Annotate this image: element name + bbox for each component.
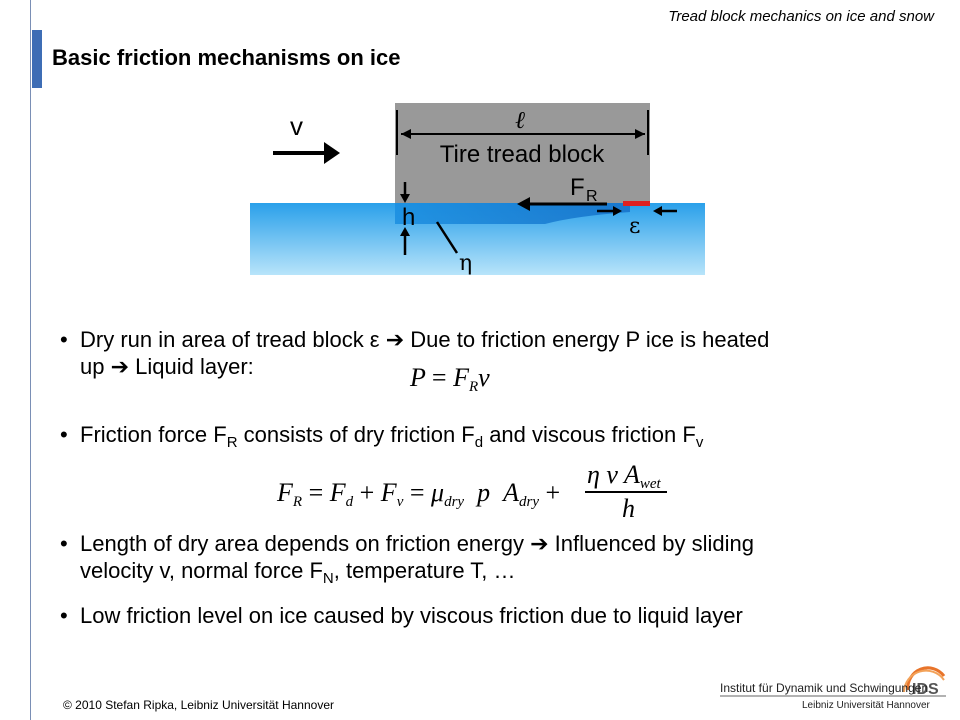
slide-title: Basic friction mechanisms on ice bbox=[52, 45, 401, 70]
ids-logo: IDS Institut für Dynamik und Schwingunge… bbox=[720, 666, 946, 711]
epsilon-label: ε bbox=[629, 214, 640, 239]
svg-text:Institut für Dynamik und Schwi: Institut für Dynamik und Schwingungen bbox=[720, 681, 928, 695]
eta-label: η bbox=[459, 251, 472, 276]
liquid-layer bbox=[395, 203, 630, 224]
velocity-label: v bbox=[290, 111, 303, 141]
dry-zone-marker bbox=[623, 201, 650, 206]
left-border-line bbox=[30, 0, 31, 720]
length-label: ℓ bbox=[515, 108, 525, 134]
running-header: Tread block mechanics on ice and snow bbox=[668, 8, 934, 25]
friction-formula: FR = Fd + Fv = μdry p Adry + η v Awet h bbox=[277, 460, 697, 526]
svg-text:IDS: IDS bbox=[912, 681, 939, 698]
svg-text:Leibniz Universität Hannover: Leibniz Universität Hannover bbox=[802, 700, 931, 711]
eta-pointer bbox=[435, 221, 459, 254]
bullet-dry-run-line1: Dry run in area of tread block ε ➔ Due t… bbox=[80, 327, 770, 352]
power-formula: P = FRv bbox=[410, 363, 490, 395]
force-subscript: R bbox=[586, 188, 598, 205]
title-accent-bar bbox=[32, 30, 42, 88]
footer-copyright: © 2010 Stefan Ripka, Leibniz Universität… bbox=[63, 698, 334, 712]
force-label: F bbox=[570, 174, 585, 201]
gap-label: h bbox=[402, 204, 415, 231]
bullet-dry-run-line2: up ➔ Liquid layer: bbox=[80, 354, 254, 379]
tread-block-diagram: ℓ Tire tread block v F R ε h η bbox=[250, 103, 705, 276]
block-label: Tire tread block bbox=[440, 141, 606, 168]
tread-block-rect bbox=[395, 103, 650, 203]
